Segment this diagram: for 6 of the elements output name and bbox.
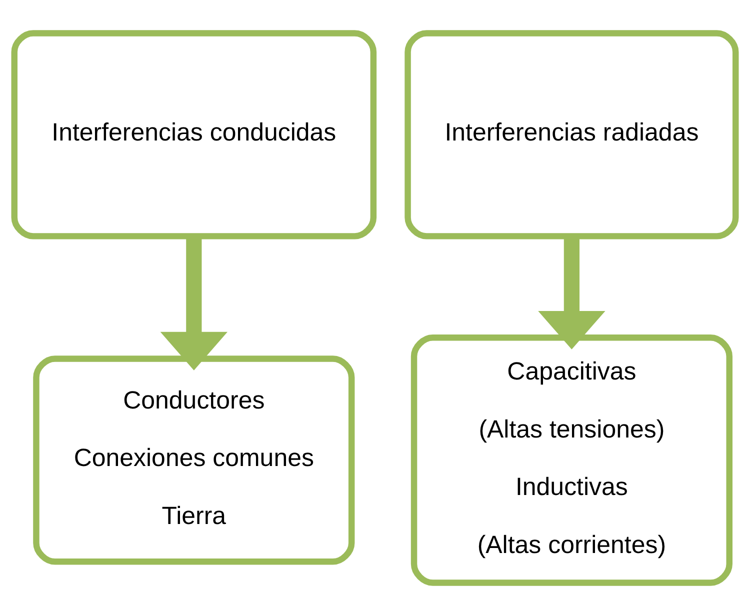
- arrow: [160, 236, 228, 370]
- node-box: Conductores Conexiones comunes Tierra: [33, 355, 355, 564]
- node-box: Capacitivas (Altas tensiones) Inductivas (Altas corrientes): [410, 334, 732, 586]
- node-box: Interferencias conducidas: [11, 30, 377, 239]
- arrow: [538, 236, 606, 349]
- node-box: Interferencias radiadas: [404, 30, 739, 239]
